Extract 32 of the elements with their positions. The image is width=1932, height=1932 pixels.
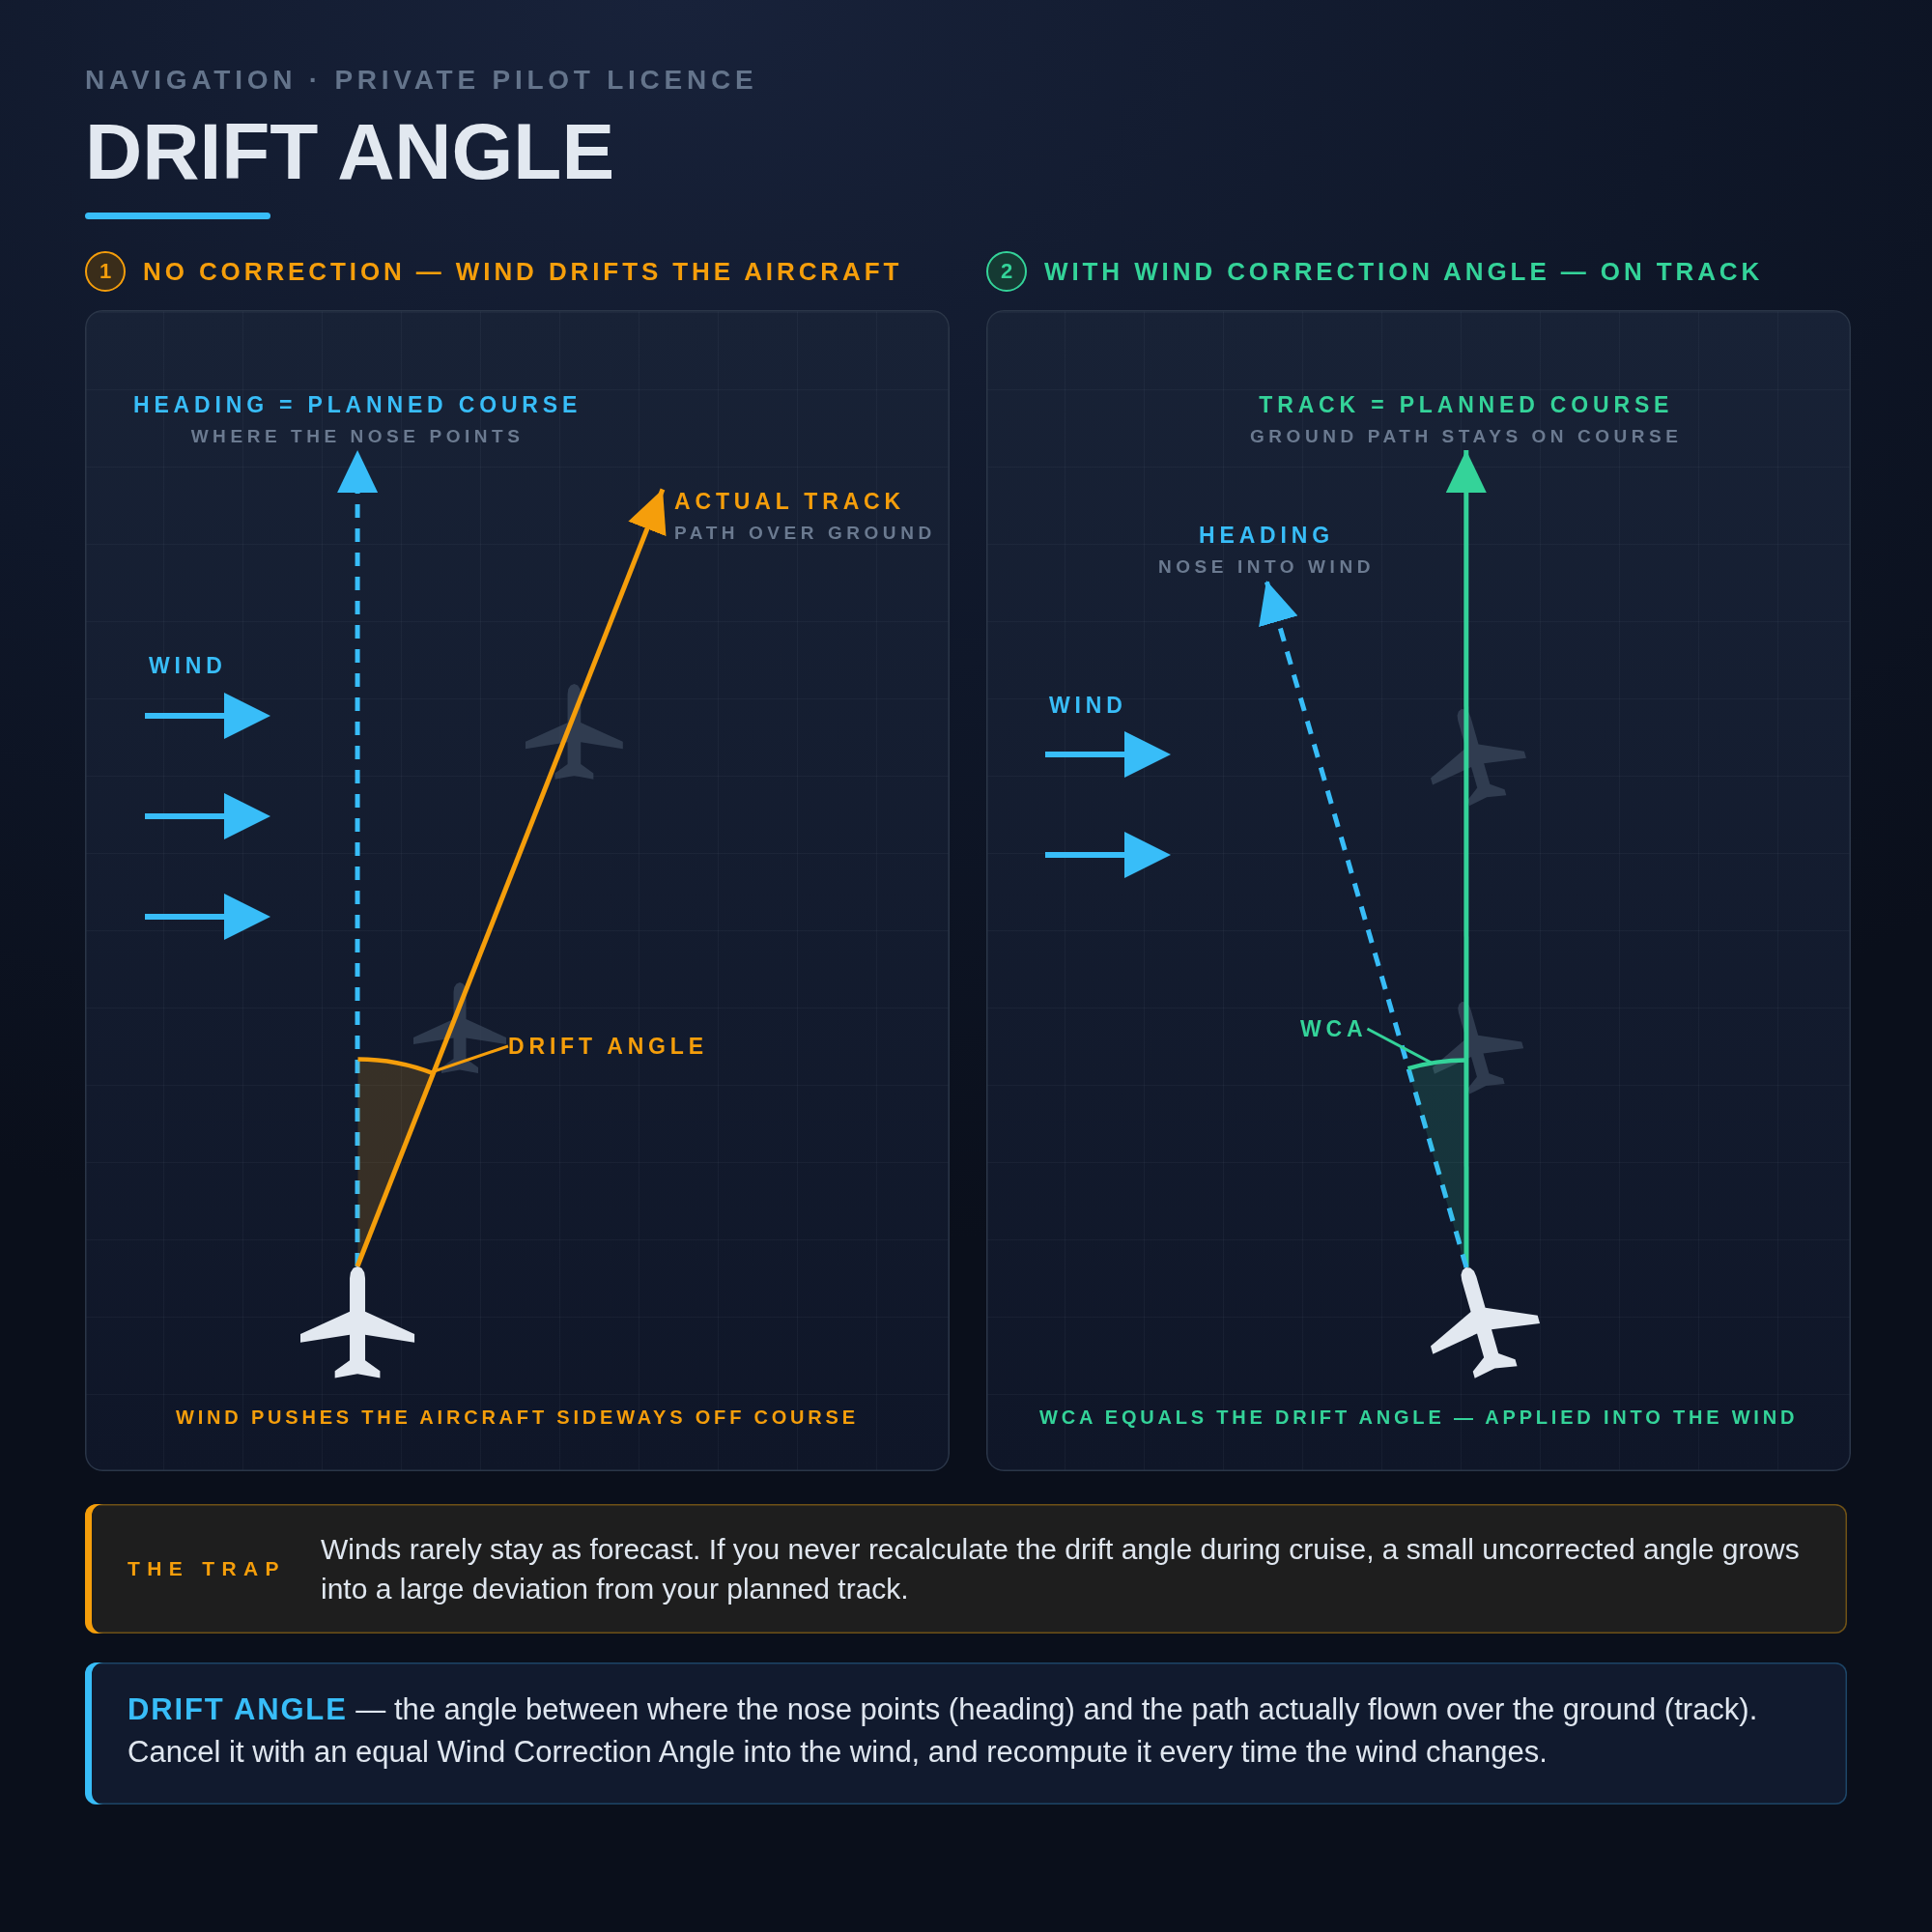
- angle-label: WCA: [1300, 1014, 1368, 1043]
- arrow-sublabel: PATH OVER GROUND: [674, 522, 936, 545]
- arrow-label: HEADING = PLANNED COURSE: [133, 391, 582, 419]
- callout-text: Winds rarely stay as forecast. If you never recalculate the drift angle during cruise, a small uncorrected angle grows into a large deviation from your planned track.: [321, 1532, 1801, 1606]
- callout-title: THE TRAP: [128, 1556, 286, 1581]
- definition-text: DRIFT ANGLE — the angle between where the nose points (heading) and the path actually flown over the ground (track). Cancel it with an equal Wind Correction Angle into the wind, and recompute it every time the wind changes.: [128, 1691, 1759, 1771]
- aircraft-icon: [1431, 1267, 1541, 1378]
- arrow-sublabel: WHERE THE NOSE POINTS: [189, 425, 526, 448]
- panel-caption: WIND PUSHES THE AIRCRAFT SIDEWAYS OFF COURSE: [176, 1406, 859, 1429]
- warning-callout: [85, 1504, 1847, 1634]
- definition-callout: [85, 1662, 1847, 1804]
- section-heading: NO CORRECTION — WIND DRIFTS THE AIRCRAFT: [143, 257, 903, 286]
- arrow-label: TRACK = PLANNED COURSE: [1258, 391, 1675, 419]
- arrow-sublabel: NOSE INTO WIND: [1158, 555, 1375, 579]
- step-number: 2: [986, 251, 1027, 292]
- angle-label: DRIFT ANGLE: [508, 1032, 708, 1061]
- section-heading: WITH WIND CORRECTION ANGLE — ON TRACK: [1044, 257, 1764, 286]
- arrow-label: HEADING: [1198, 522, 1335, 550]
- leader-line: [1366, 1027, 1433, 1065]
- subtitle: NAVIGATION · PRIVATE PILOT LICENCE: [85, 65, 758, 96]
- arrow: [1259, 580, 1469, 1268]
- arrow: [355, 488, 667, 1267]
- aircraft-icon: [299, 1266, 415, 1378]
- wind-label: WIND: [1049, 692, 1127, 720]
- arrow-label: ACTUAL TRACK: [674, 488, 906, 516]
- wind-label: WIND: [149, 652, 227, 680]
- arrow: [337, 450, 379, 1266]
- panel-caption: WCA EQUALS THE DRIFT ANGLE — APPLIED INTO THE WIND: [1039, 1406, 1799, 1429]
- arrow-sublabel: GROUND PATH STAYS ON COURSE: [1250, 425, 1683, 448]
- page-title: DRIFT ANGLE: [85, 112, 615, 191]
- leader-line: [430, 1044, 509, 1074]
- step-number: 1: [85, 251, 126, 292]
